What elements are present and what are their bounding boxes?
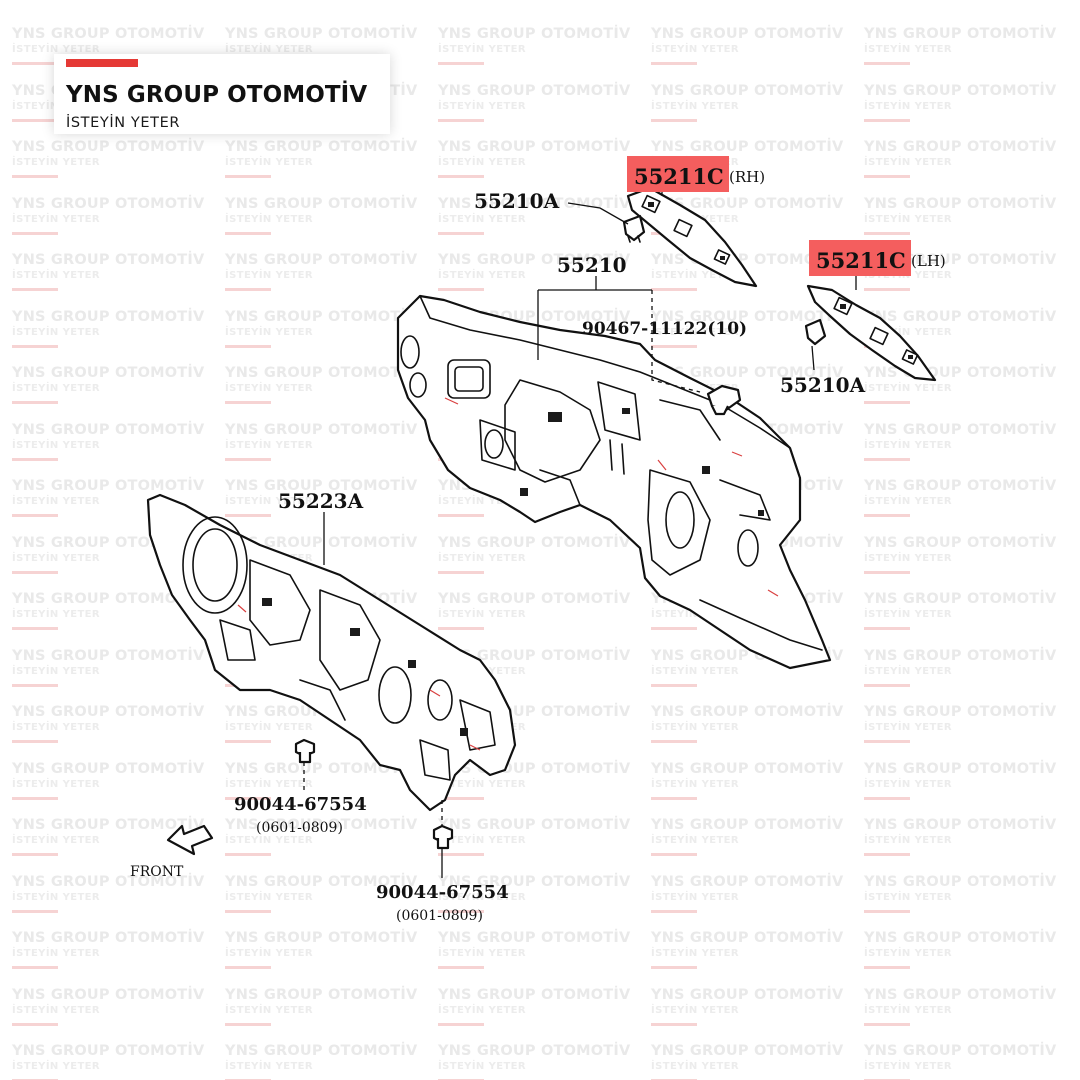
dash-panel-part (396, 294, 832, 670)
grommet-top-part (622, 214, 646, 243)
grommet-right-label: 55210A (780, 373, 866, 397)
pad-lh-part (806, 284, 937, 382)
pad-lh-label: 55211C (816, 248, 906, 273)
brand-title: YNS GROUP OTOMOTİV (66, 82, 368, 108)
bolt-right-part (432, 824, 454, 850)
leader-lines (303, 190, 857, 878)
dash-panel-label: 55210 (557, 253, 627, 277)
brand-accent-bar (66, 59, 138, 67)
brand-badge: YNS GROUP OTOMOTİV İSTEYİN YETER (54, 54, 390, 134)
grommet-right-part (804, 318, 827, 346)
grommet-top-label: 55210A (474, 189, 560, 213)
brand-subtitle: İSTEYİN YETER (66, 115, 181, 131)
insulator-label: 55223A (278, 489, 364, 513)
bolt-left-part (294, 738, 316, 764)
pad-rh-label: 55211C (634, 164, 724, 189)
bolt-right-range-label: (0601-0809) (396, 908, 483, 924)
bolt-right-label: 90044-67554 (376, 882, 509, 903)
front-arrow-icon (166, 824, 214, 856)
bolt-left-label: 90044-67554 (234, 794, 367, 815)
clip-label: 90467-11122(10) (582, 319, 747, 339)
bolt-left-range-label: (0601-0809) (256, 820, 343, 836)
pad-rh-side-label: (RH) (729, 168, 765, 186)
clip-part (706, 384, 742, 416)
insulator-part (146, 493, 517, 812)
front-label: FRONT (130, 864, 184, 880)
pad-rh-label-highlight (627, 156, 729, 192)
pad-rh-part (626, 186, 758, 288)
pad-lh-label-highlight (809, 240, 911, 276)
pad-lh-side-label: (LH) (911, 252, 946, 270)
